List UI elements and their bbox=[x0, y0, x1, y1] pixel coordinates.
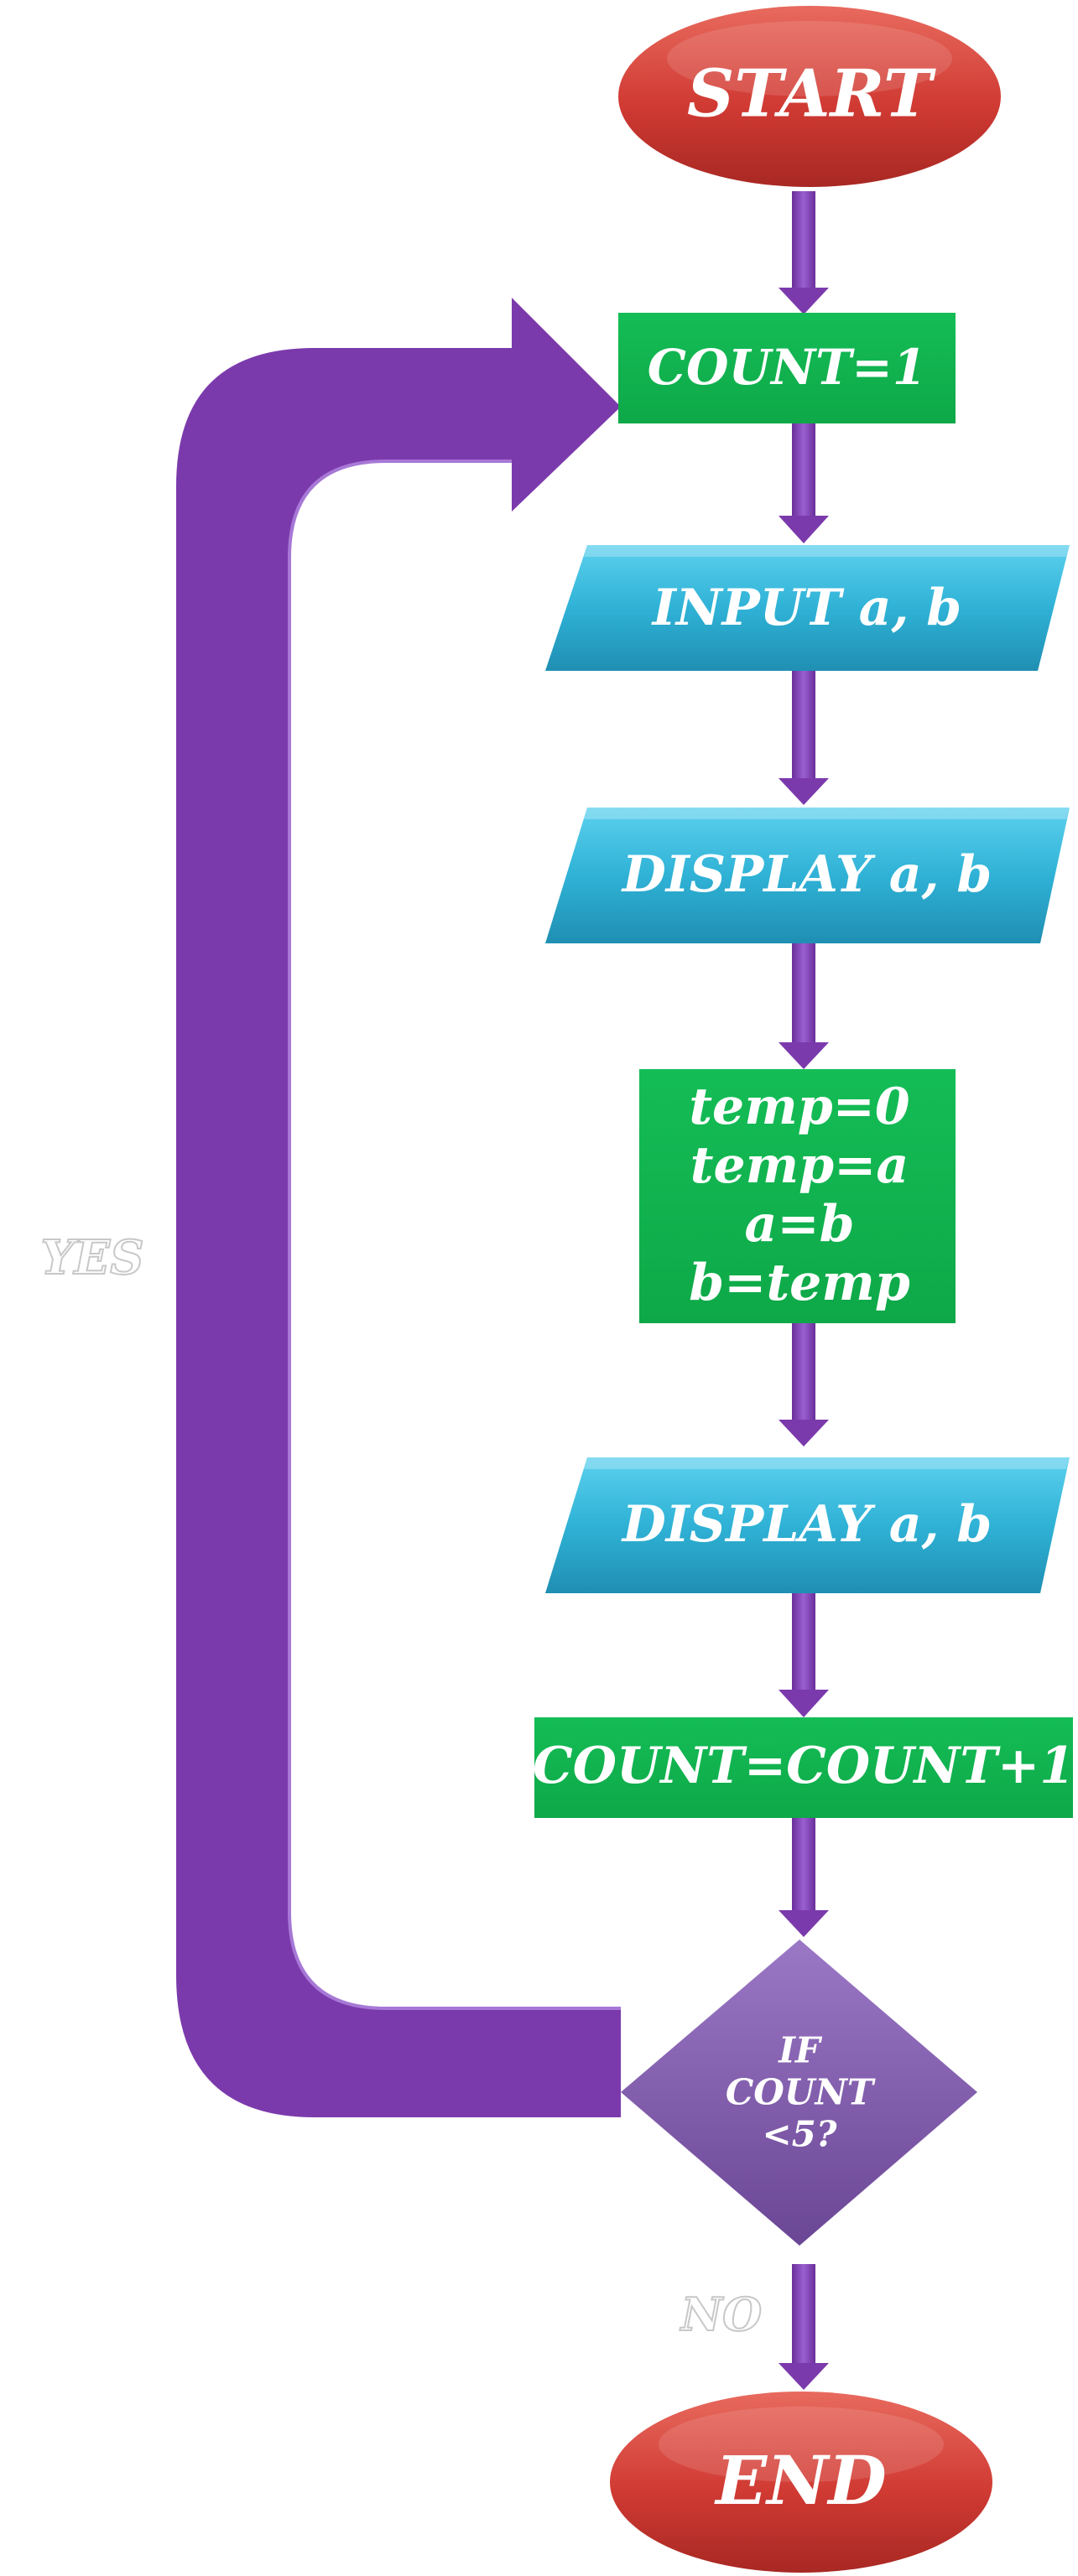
display2-label: DISPLAY a, b bbox=[621, 1495, 992, 1554]
decision-line-1: IF bbox=[778, 2030, 823, 2071]
no-label: NO bbox=[680, 2288, 762, 2341]
input-label: INPUT a, b bbox=[651, 579, 962, 637]
arrow-input-to-display1 bbox=[779, 671, 829, 805]
start-node: START bbox=[618, 6, 1001, 187]
swap-line-4: b=temp bbox=[689, 1254, 910, 1312]
init-label: COUNT=1 bbox=[648, 339, 926, 396]
init-node: COUNT=1 bbox=[618, 313, 956, 423]
arrow-increment-to-decision bbox=[779, 1818, 829, 1937]
end-label: END bbox=[714, 2441, 886, 2520]
arrow-decision-to-end bbox=[779, 2264, 829, 2390]
swap-node: temp=0 temp=a a=b b=temp bbox=[639, 1069, 956, 1323]
end-node: END bbox=[610, 2392, 992, 2573]
decision-line-2: COUNT bbox=[726, 2072, 876, 2113]
increment-label: COUNT=COUNT+1 bbox=[533, 1737, 1075, 1795]
input-node: INPUT a, b bbox=[545, 545, 1070, 671]
yes-loop-body bbox=[176, 298, 621, 2117]
arrow-display2-to-increment bbox=[779, 1593, 829, 1717]
arrow-swap-to-display2 bbox=[779, 1323, 829, 1446]
connectors bbox=[779, 191, 829, 2390]
yes-loop-highlight bbox=[288, 460, 621, 2010]
yes-label: YES bbox=[40, 1230, 143, 1285]
start-label: START bbox=[687, 56, 936, 132]
swap-line-2: temp=a bbox=[690, 1136, 909, 1195]
display1-label: DISPLAY a, b bbox=[621, 845, 992, 904]
arrow-display1-to-swap bbox=[779, 943, 829, 1069]
display2-node: DISPLAY a, b bbox=[545, 1457, 1070, 1593]
arrow-start-to-init bbox=[779, 191, 829, 314]
swap-line-3: a=b bbox=[744, 1195, 854, 1254]
decision-line-3: <5? bbox=[762, 2114, 836, 2155]
yes-loop-arrow bbox=[176, 298, 621, 2117]
arrow-init-to-input bbox=[779, 423, 829, 543]
increment-node: COUNT=COUNT+1 bbox=[533, 1717, 1075, 1818]
display1-node: DISPLAY a, b bbox=[545, 808, 1070, 943]
swap-line-1: temp=0 bbox=[689, 1078, 910, 1136]
decision-node: IF COUNT <5? bbox=[621, 1940, 977, 2246]
